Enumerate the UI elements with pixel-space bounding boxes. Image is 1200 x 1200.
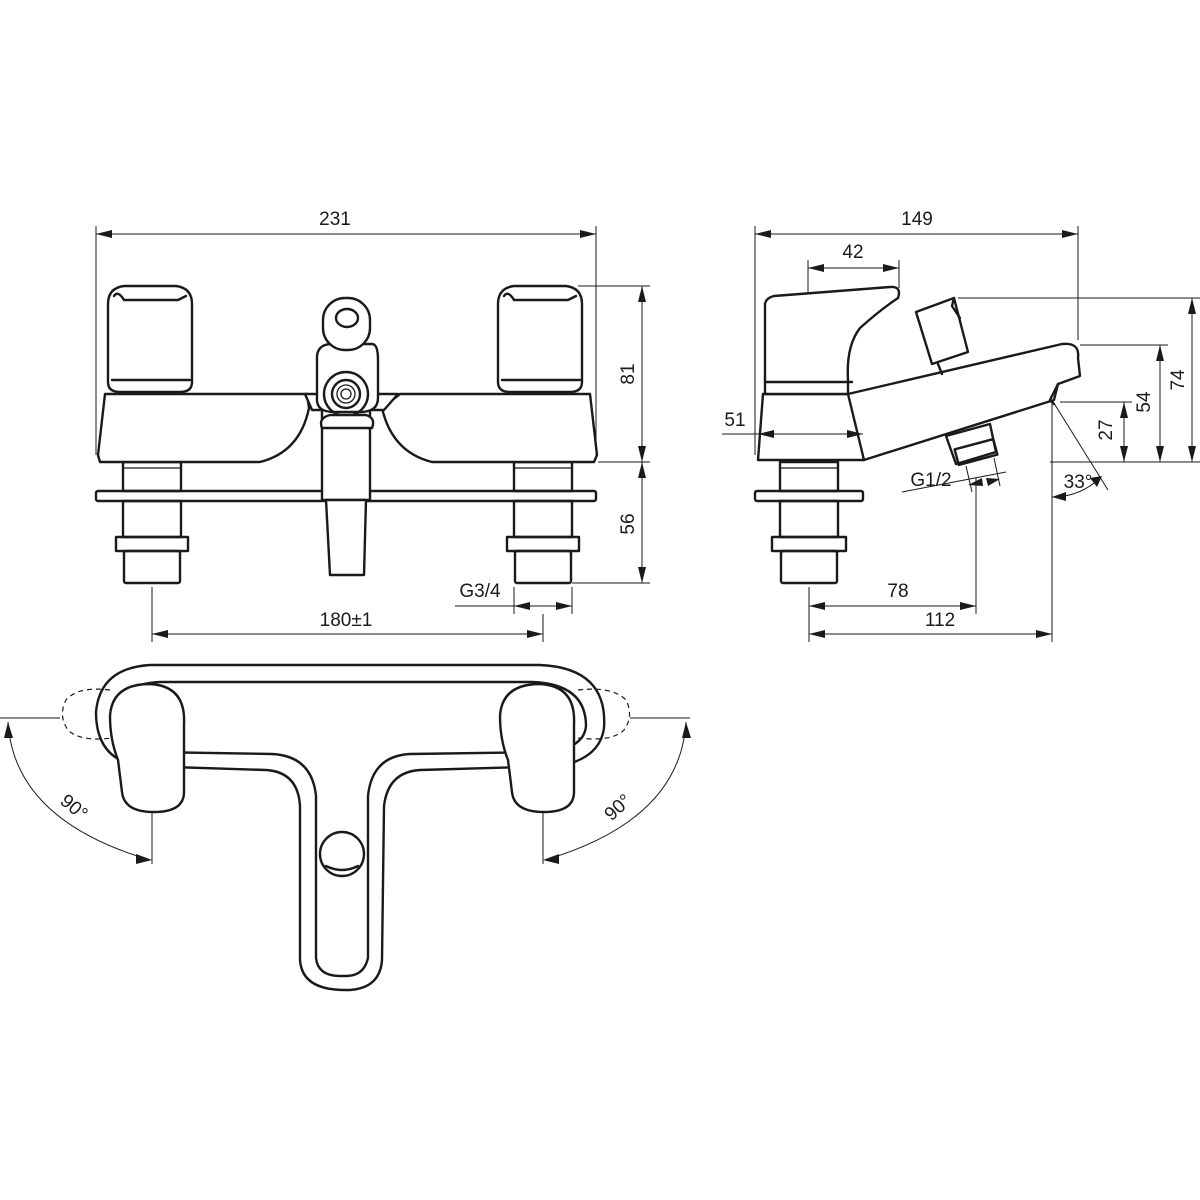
plan-right-lever — [498, 682, 576, 814]
dim-overall-depth: 149 — [901, 209, 933, 230]
plan-diverter-knob — [318, 830, 366, 878]
dim-lever-length: 42 — [842, 242, 863, 263]
left-shank — [114, 460, 190, 585]
dim-spout-height: 54 — [1134, 391, 1155, 413]
dim-centres: 180±1 — [320, 610, 373, 631]
right-shank — [505, 460, 581, 585]
diverter-knob — [321, 296, 372, 352]
dim-body-depth: 51 — [724, 410, 745, 431]
dim-outlet-reach: 78 — [887, 581, 908, 602]
handset-holder — [914, 296, 970, 366]
dim-height-above-deck: 81 — [618, 363, 639, 384]
dim-overall-width: 231 — [319, 209, 351, 230]
left-handle — [106, 284, 194, 394]
plan-view: 90° 90° — [0, 663, 691, 992]
dim-spout-reach: 112 — [925, 610, 955, 631]
mixer-body — [96, 392, 599, 464]
dim-outlet-thread: G1/2 — [910, 470, 951, 491]
dim-left-rotation: 90° — [56, 791, 92, 826]
plan-body-outline — [94, 663, 606, 992]
dim-handset-height: 74 — [1168, 369, 1189, 391]
dim-outlet-height: 27 — [1096, 419, 1117, 440]
right-handle — [496, 284, 584, 394]
dim-inlet-thread: G3/4 — [459, 581, 501, 602]
dim-height-below-deck: 56 — [618, 513, 639, 534]
side-view: 149 42 51 74 54 27 — [722, 209, 1200, 642]
side-body — [756, 392, 866, 462]
front-view: 231 81 56 G3/4 180±1 — [94, 209, 650, 642]
side-deck-plate — [753, 489, 865, 503]
side-lever — [763, 285, 901, 396]
dim-outlet-angle: 33° — [1064, 472, 1093, 493]
plan-left-lever — [108, 682, 186, 814]
